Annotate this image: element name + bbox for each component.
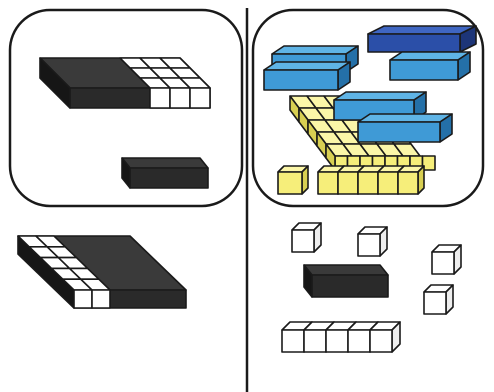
navy-rod-front	[368, 34, 460, 52]
yellow-single-cube-front	[278, 172, 302, 194]
blue-rod-5-top	[358, 114, 452, 122]
right-below-blocks	[282, 223, 461, 352]
single-white-cube-3-front	[432, 252, 454, 274]
single-white-cube-2-front	[358, 234, 380, 256]
dark-bar-front	[312, 275, 388, 297]
white-rod-cube-front	[304, 330, 326, 352]
dark-bar-top	[304, 265, 388, 275]
blue-rod-3-front	[390, 60, 458, 80]
yellow-row-cube-side	[418, 166, 424, 194]
yellow-row-cube-front	[398, 172, 418, 194]
yellow-row-cube-front	[338, 172, 358, 194]
blue-rod-2-top	[264, 62, 350, 70]
blue-rod-1-top	[272, 46, 358, 54]
navy-rod-top	[368, 26, 476, 34]
single-white-cube-4-front	[424, 292, 446, 314]
blue-rod-4-top	[334, 92, 426, 100]
white-rod-cube-front	[282, 330, 304, 352]
white-cube-front	[170, 88, 190, 108]
right-box-blocks	[264, 26, 476, 194]
white-cube-front	[190, 88, 210, 108]
yellow-row-cube-front	[378, 172, 398, 194]
blue-rod-5-front	[358, 122, 440, 142]
left-below-blocks	[18, 236, 186, 308]
left-box-blocks	[40, 58, 210, 188]
white-cube-front	[74, 290, 92, 308]
white-cube-front	[150, 88, 170, 108]
blue-rod-3-top	[390, 52, 470, 60]
small-dark-bar-front	[130, 168, 208, 188]
white-rod-cube-front	[370, 330, 392, 352]
yellow-single-cube-side	[302, 166, 308, 194]
yellow-row-cube-front	[318, 172, 338, 194]
blue-rod-2-front	[264, 70, 338, 90]
white-cube-front	[92, 290, 110, 308]
yellow-row-cube-front	[358, 172, 378, 194]
white-rod-cube-front	[326, 330, 348, 352]
white-rod-cube-front	[348, 330, 370, 352]
single-white-cube-1-front	[292, 230, 314, 252]
small-dark-bar-top	[122, 158, 208, 168]
